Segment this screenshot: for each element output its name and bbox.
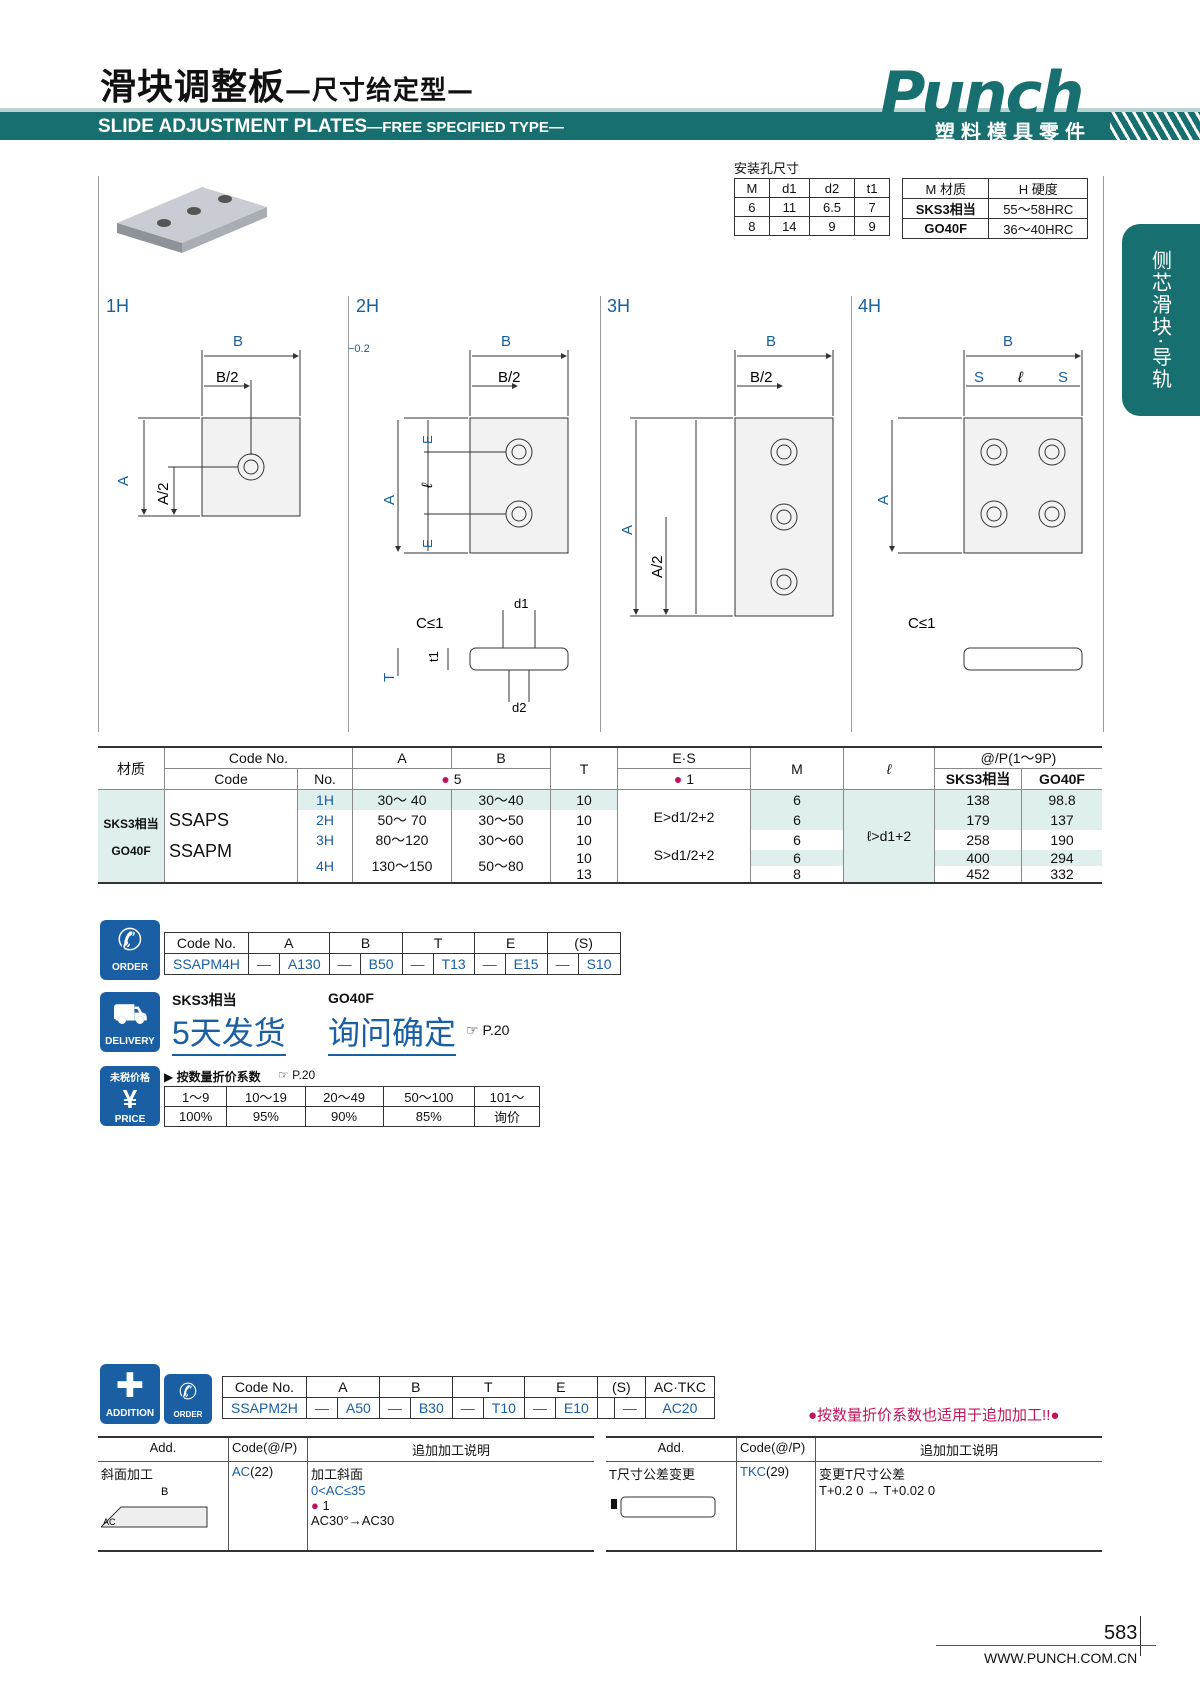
drawing-1h bbox=[138, 350, 301, 517]
page-number: 583 bbox=[1104, 1622, 1138, 1644]
hole-table-caption: 安装孔尺寸 bbox=[734, 161, 800, 176]
delivery-icon: ⛟DELIVERY bbox=[100, 992, 160, 1052]
svg-text:B: B bbox=[161, 1486, 168, 1498]
drawing-2h bbox=[395, 350, 569, 702]
drawing-frame bbox=[98, 176, 1104, 732]
delivery-mat1: SKS3相当 bbox=[172, 992, 237, 1008]
dim-c-label: C≤1 bbox=[416, 615, 443, 632]
dim-c-label-4h: C≤1 bbox=[908, 615, 935, 632]
svg-text:AC: AC bbox=[103, 1517, 116, 1527]
dim-b-label-4h: B bbox=[1003, 333, 1013, 350]
divider bbox=[348, 296, 349, 732]
dim-t1-label: t1 bbox=[426, 651, 441, 662]
delivery-mat2: GO40F bbox=[328, 990, 374, 1006]
delivery-page-ref[interactable]: ☞ P.20 bbox=[466, 1022, 510, 1038]
footer-line bbox=[936, 1645, 1156, 1646]
dim-a-label-4h: A bbox=[875, 495, 892, 505]
dim-b-label: B bbox=[233, 333, 243, 350]
dim-b-label-3h: B bbox=[766, 333, 776, 350]
price-caption: ▶ 按数量折价系数 bbox=[164, 1070, 261, 1084]
header-band-light bbox=[0, 108, 1200, 112]
dim-d1-label: d1 bbox=[514, 596, 528, 611]
header-band bbox=[0, 112, 1200, 140]
type-3h-label: 3H bbox=[607, 296, 631, 316]
dim-half-b-2h: B/2 bbox=[498, 369, 521, 386]
dim-e-label: E bbox=[420, 435, 435, 444]
price-icon: 未税价格¥PRICE bbox=[100, 1066, 160, 1126]
addition-table-right: Add.Code(@/P)追加加工说明 T尺寸公差变更 TKC(29) 变更T尺… bbox=[606, 1436, 1102, 1552]
type-2h-label: 2H bbox=[356, 296, 380, 316]
dim-b-tol: −0.2 bbox=[348, 343, 370, 355]
tolerance-diagram bbox=[611, 1496, 716, 1518]
dim-a-label-2h: A bbox=[381, 495, 398, 505]
dim-t-label: T bbox=[381, 673, 398, 682]
dim-half-b: B/2 bbox=[216, 369, 239, 386]
drawing-3h bbox=[630, 350, 834, 617]
type-4h-label: 4H bbox=[858, 296, 882, 316]
dim-a-label: A bbox=[115, 476, 132, 486]
drawing-4h bbox=[889, 350, 1083, 671]
dim-l-label-4h: ℓ bbox=[1017, 369, 1024, 386]
dim-half-b-3h: B/2 bbox=[750, 369, 773, 386]
product-photo bbox=[117, 187, 267, 253]
dim-s-label: S bbox=[1058, 369, 1068, 386]
dim-half-a: A/2 bbox=[155, 482, 172, 505]
footer-url[interactable]: WWW.PUNCH.COM.CN bbox=[984, 1650, 1138, 1666]
dim-half-a-3h: A/2 bbox=[649, 555, 666, 578]
page-title-en: SLIDE ADJUSTMENT PLATES—FREE SPECIFIED T… bbox=[98, 116, 564, 137]
divider bbox=[851, 296, 852, 732]
dim-e-label: E bbox=[420, 539, 435, 548]
divider bbox=[600, 296, 601, 732]
order-icon: ✆ORDER bbox=[100, 920, 160, 980]
header-stripes bbox=[1110, 112, 1200, 140]
dim-l-label: ℓ bbox=[419, 482, 436, 489]
side-category-tab[interactable]: 侧芯滑块·导轨 bbox=[1122, 224, 1200, 416]
bevel-diagram: B AC bbox=[99, 1486, 208, 1528]
price-page-ref[interactable]: ☞ P.20 bbox=[278, 1068, 316, 1082]
addition-note: ●按数量折价系数也适用于追加加工!!● bbox=[808, 1407, 1060, 1424]
dim-a-label-3h: A bbox=[619, 525, 636, 535]
delivery-days: 5天发货 bbox=[172, 1008, 286, 1056]
dim-b-label-2h: B bbox=[501, 333, 511, 350]
dim-d2-label: d2 bbox=[512, 700, 526, 715]
footer-rule bbox=[1140, 1616, 1141, 1656]
logo-subtitle: 塑料模具零件 bbox=[935, 120, 1091, 144]
page-title: 滑块调整板—尺寸给定型— bbox=[100, 67, 475, 108]
table-row: 1H bbox=[297, 789, 353, 810]
drawings: B −0.2 A B/2 A/2 B A E E T B/2 ℓ C≤1 d1 … bbox=[115, 333, 1083, 715]
order-icon-small: ✆ORDER bbox=[164, 1374, 212, 1424]
delivery-inquire: 询问确定 bbox=[328, 1008, 457, 1056]
dim-s-label: S bbox=[974, 369, 984, 386]
type-1h-label: 1H bbox=[106, 296, 130, 316]
addition-icon: ✚ADDITION bbox=[100, 1364, 160, 1424]
punch-logo: Punch bbox=[880, 58, 1084, 131]
